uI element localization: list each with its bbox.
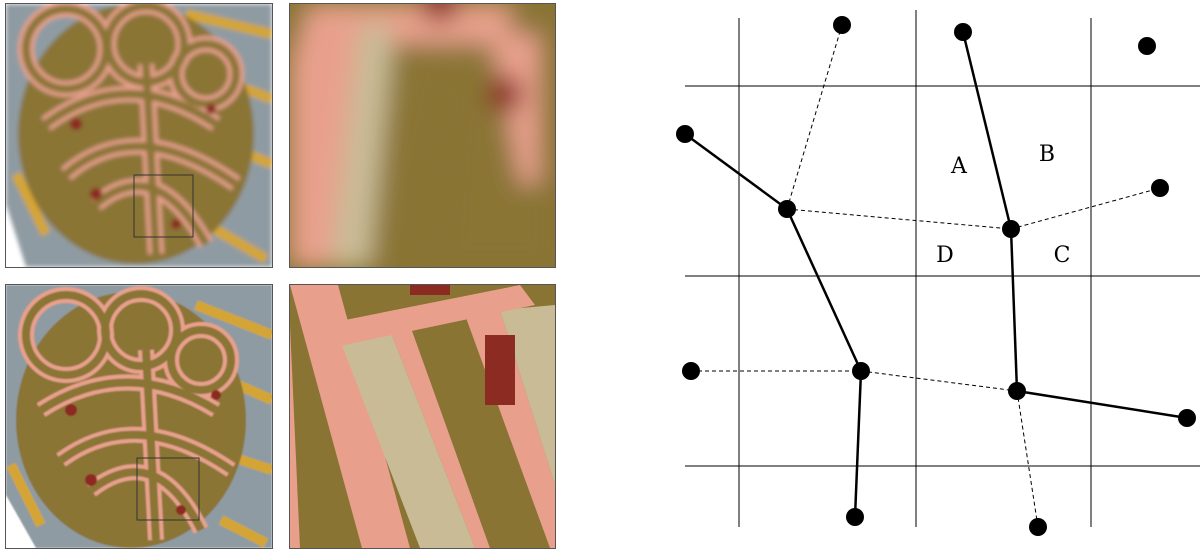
solid-edges — [685, 32, 1187, 517]
grid-lines — [685, 10, 1200, 527]
zoomed-texture-icon — [290, 4, 555, 267]
knot-sharp-overview — [5, 284, 273, 549]
knot-sharp-zoom — [289, 284, 556, 549]
cell-label-a: A — [950, 154, 968, 179]
cell-label-b: B — [1039, 142, 1055, 167]
cell-label-c: C — [1054, 243, 1071, 268]
celtic-knot-texture-icon — [6, 285, 272, 548]
zoomed-texture-icon — [290, 285, 555, 548]
sample-grid-diagram: A B C D — [660, 0, 1200, 550]
cell-label-d: D — [936, 243, 954, 268]
celtic-knot-texture-icon — [6, 4, 272, 267]
knot-blurry-zoom — [289, 3, 556, 268]
knot-blurry-overview — [5, 3, 273, 268]
